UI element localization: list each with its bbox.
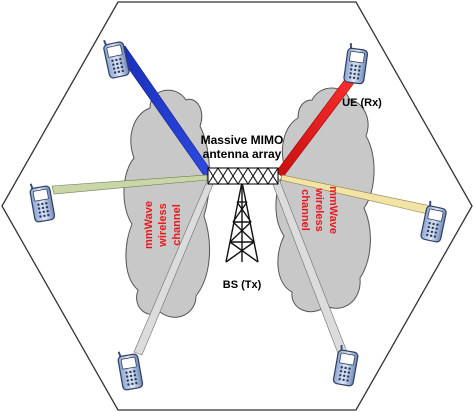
beam-green bbox=[51, 174, 208, 195]
right-channel-line-1: mmWave bbox=[327, 186, 339, 234]
array-label-line-1: Massive MIMO bbox=[201, 133, 284, 147]
mobile-phone-icon bbox=[101, 35, 131, 80]
array-label-line-2: antenna array bbox=[203, 147, 282, 161]
mobile-phone-icon bbox=[342, 42, 370, 86]
right-channel-label: mmWave wireless channel bbox=[299, 186, 339, 234]
right-channel-line-2: wireless bbox=[313, 187, 325, 231]
left-channel-line-2: wireless bbox=[157, 203, 169, 247]
left-channel-label: mmWave wireless channel bbox=[143, 201, 183, 249]
base-station-tower-icon bbox=[225, 181, 259, 263]
antenna-array-icon bbox=[207, 166, 279, 186]
left-channel-line-3: channel bbox=[171, 204, 183, 246]
right-channel-line-3: channel bbox=[299, 189, 311, 231]
left-channel-line-1: mmWave bbox=[143, 201, 155, 249]
ue-label: UE (Rx) bbox=[342, 97, 382, 109]
mobile-phone-icon bbox=[27, 180, 57, 224]
mobile-phone-icon bbox=[115, 348, 145, 392]
bs-label: BS (Tx) bbox=[223, 279, 262, 291]
